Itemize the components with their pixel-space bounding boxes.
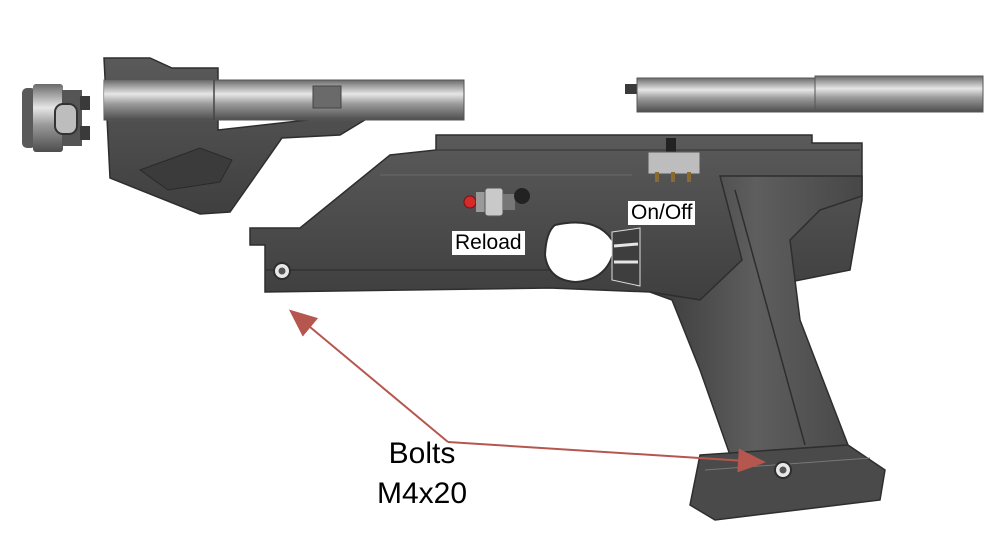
bolts-label-line2: M4x20 — [376, 477, 468, 510]
bolts-label-line1: Bolts — [388, 437, 456, 470]
reload-label: Reload — [452, 231, 525, 255]
on-off-switch-part — [647, 138, 701, 182]
end-cap-part — [22, 84, 90, 152]
arrow-to-frame-bolt — [288, 309, 449, 443]
barrel-rod-part — [625, 75, 984, 113]
grip-base-plate — [689, 444, 886, 521]
slide-front-part — [103, 57, 465, 215]
main-frame-part — [249, 134, 863, 301]
on-off-label: On/Off — [628, 201, 696, 225]
arrow-to-grip-bolt — [447, 441, 766, 473]
reload-button-part — [463, 187, 530, 217]
